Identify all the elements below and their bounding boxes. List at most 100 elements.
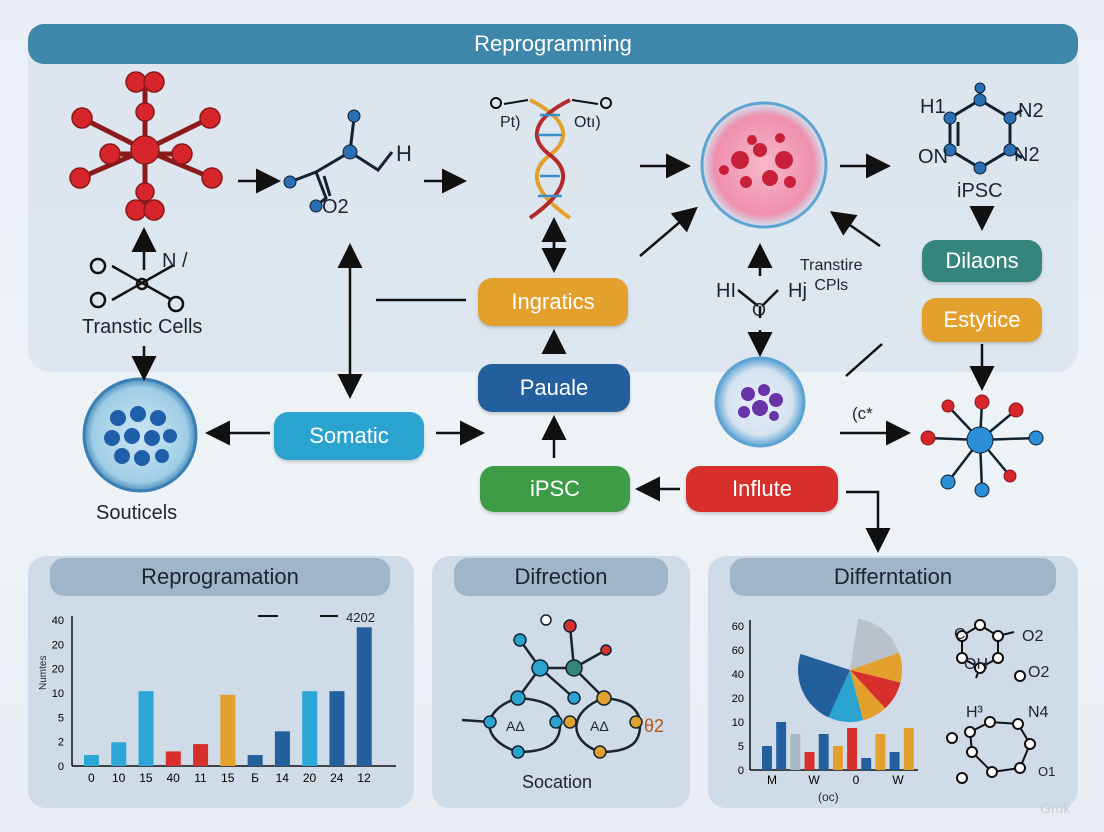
transtic-cells-label: Transtic Cells: [82, 316, 203, 338]
bar: [138, 691, 154, 766]
o-label: O: [752, 300, 767, 320]
chart-legend-value: 4202: [346, 610, 375, 625]
right-chart-caption: (oc): [818, 790, 839, 804]
blue-chain-molecule-icon: [283, 109, 394, 213]
hi-label: HI: [716, 280, 736, 302]
bar: [356, 627, 372, 766]
pt-label: Pt): [500, 114, 521, 131]
dilaons-node[interactable]: Dilaons: [922, 240, 1042, 282]
network-molecule-icon: [920, 394, 1044, 498]
socation-caption: Socation: [522, 772, 593, 792]
y-tick-label: 20: [732, 693, 744, 705]
ot-label: Otı): [574, 114, 601, 131]
differntation-title: Differntation: [730, 558, 1056, 596]
bar: [804, 752, 815, 770]
o2-right-label: O2: [1022, 628, 1044, 645]
a-left-label: AΔ: [506, 718, 525, 734]
purple-cell-icon: [714, 356, 806, 448]
difrection-title: Difrection: [454, 558, 668, 596]
x-tick-label: 15: [221, 771, 235, 785]
y-tick-label: 5: [58, 712, 64, 724]
water-molecule-icon: [737, 289, 779, 318]
x-tick-label: 10: [112, 771, 126, 785]
difrection-panel: [432, 556, 690, 808]
n2-bottom-label: N2: [1014, 144, 1040, 166]
page-title: Reprogramming: [28, 24, 1078, 64]
bar: [220, 694, 236, 766]
influte-node[interactable]: Influte: [686, 466, 838, 512]
y-tick-label: 2: [58, 737, 64, 749]
x-tick-label: 14: [276, 771, 290, 785]
flow-arrows: [131, 153, 995, 553]
transtire-label: Transtire CPls: [800, 257, 863, 294]
bar: [247, 755, 263, 766]
bar: [889, 752, 900, 770]
bar: [832, 746, 843, 770]
bar: [193, 744, 209, 766]
n2-top-label: N2: [1018, 100, 1044, 122]
y-tick-label: 60: [732, 645, 744, 657]
ipsc-node[interactable]: iPSC: [480, 466, 630, 512]
h1-label: H1: [920, 96, 946, 118]
bar: [84, 755, 99, 766]
pauale-node[interactable]: Pauale: [478, 364, 630, 412]
y-tick-label: 0: [738, 765, 744, 777]
x-tick-label: 24: [330, 771, 344, 785]
x-tick-label: 12: [357, 771, 371, 785]
ingratics-node[interactable]: Ingratics: [478, 278, 628, 326]
estytice-node[interactable]: Estytice: [922, 298, 1042, 342]
pie-slice: [850, 670, 901, 709]
y-tick-label: 60: [732, 621, 744, 633]
x-tick-label: M: [767, 773, 777, 787]
ce-label: (c*: [852, 404, 873, 423]
on-label: ON: [918, 146, 948, 168]
y-tick-label: 10: [52, 688, 64, 700]
pie-slice: [850, 652, 903, 683]
pie-slice: [797, 653, 850, 718]
dna-helix-icon: [490, 97, 612, 220]
x-tick-label: 0: [853, 773, 860, 787]
y-tick-label: 40: [732, 669, 744, 681]
bar: [329, 691, 345, 766]
souticels-label: Souticels: [96, 502, 178, 524]
bar: [302, 691, 318, 766]
ipsc-label: iPSC: [957, 180, 1003, 202]
o1-label: O1: [1038, 764, 1056, 779]
watermark: Grok: [1040, 800, 1071, 816]
h-atom-label: H: [396, 141, 412, 166]
bar: [847, 728, 858, 770]
x-tick-label: Б: [251, 771, 259, 785]
theta2-label: θ2: [644, 716, 665, 736]
a-right-label: AΔ: [590, 718, 609, 734]
reprogramation-title: Reprogramation: [50, 558, 390, 596]
n4-label: N4: [1028, 704, 1049, 721]
connector-lines: [376, 298, 883, 377]
bar: [776, 722, 787, 770]
x-tick-label: 0: [88, 771, 95, 785]
x-tick-label: 40: [167, 771, 181, 785]
cross-molecule-icon: [89, 257, 185, 313]
red-molecule-icon: [69, 71, 223, 221]
bar: [903, 728, 914, 770]
o2-label: O2: [322, 196, 349, 218]
y-tick-label: 20: [52, 639, 64, 651]
oh-label: OH: [964, 656, 988, 673]
bar: [790, 734, 801, 770]
n-slash-label: N /: [162, 250, 188, 272]
y-tick-label: 0: [58, 761, 64, 773]
c-label: C: [954, 626, 966, 643]
x-tick-label: W: [808, 773, 820, 787]
pie-slice: [828, 670, 864, 722]
somatic-node[interactable]: Somatic: [274, 412, 424, 460]
y-tick-label: 10: [732, 717, 744, 729]
h3-label: H³: [966, 704, 983, 721]
pie-chart: [797, 618, 903, 722]
pie-slice: [850, 670, 886, 721]
hj-label: Hj: [788, 280, 807, 302]
y-tick-label: 20: [52, 664, 64, 676]
x-tick-label: 20: [303, 771, 317, 785]
